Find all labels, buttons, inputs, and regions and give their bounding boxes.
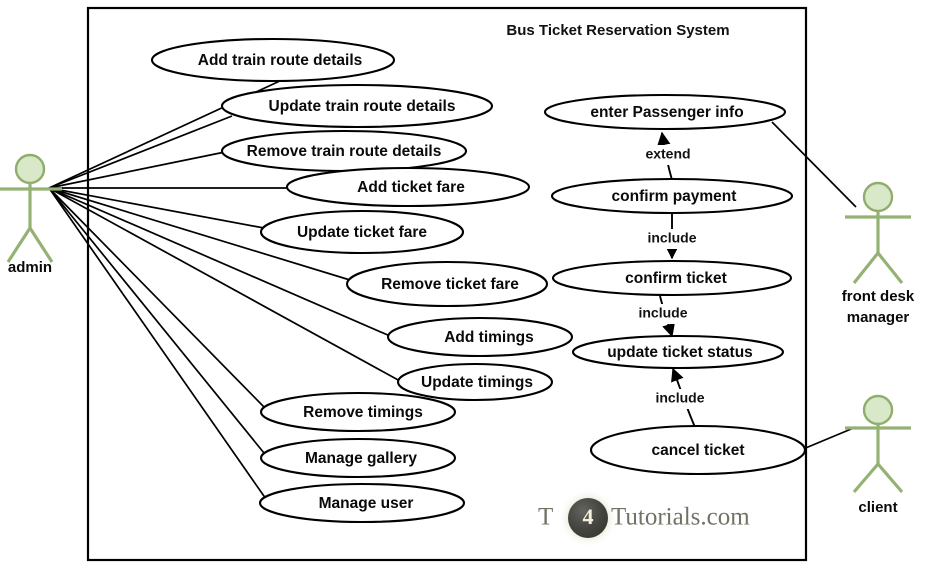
system-title: Bus Ticket Reservation System bbox=[506, 22, 729, 39]
actor-head-icon-admin bbox=[14, 153, 46, 185]
rel-label-bg-include-1 bbox=[638, 229, 706, 249]
use-case-group-add-train-route-details[interactable]: Add train route details bbox=[150, 37, 396, 83]
use-case-label-add-timings: Add timings bbox=[444, 329, 534, 346]
watermark-badge-number: 4 bbox=[583, 504, 594, 529]
use-case-group-update-ticket-status[interactable]: update ticket status bbox=[571, 334, 785, 370]
actor-admin[interactable]: admin bbox=[0, 153, 62, 276]
use-case-group-add-timings[interactable]: Add timings bbox=[386, 316, 574, 358]
rel-label-bg-extend bbox=[634, 145, 702, 165]
assoc-admin-remove-train-route-details bbox=[48, 151, 226, 189]
use-case-group-remove-ticket-fare[interactable]: Remove ticket fare bbox=[345, 260, 549, 308]
use-case-label-cancel-ticket: cancel ticket bbox=[651, 442, 744, 459]
use-case-ellipse-add-timings[interactable] bbox=[386, 316, 574, 358]
assoc-admin-update-timings bbox=[48, 187, 401, 382]
use-case-label-manage-gallery: Manage gallery bbox=[305, 450, 417, 467]
watermark-t4tutorials: T 4 Tutorials.com bbox=[538, 488, 750, 548]
actor-leg-right-front-desk-manager bbox=[876, 252, 904, 284]
watermark-badge-icon bbox=[568, 498, 608, 538]
use-case-ellipse-remove-ticket-fare[interactable] bbox=[345, 260, 549, 308]
use-case-ellipse-cancel-ticket[interactable] bbox=[589, 424, 807, 476]
use-case-label-add-ticket-fare: Add ticket fare bbox=[357, 179, 465, 196]
rel-label-include-payment-to-ticket: include bbox=[647, 230, 696, 246]
use-case-group-update-timings[interactable]: Update timings bbox=[396, 362, 554, 402]
use-case-ellipse-add-train-route-details[interactable] bbox=[150, 37, 396, 83]
use-case-ellipse-update-timings[interactable] bbox=[396, 362, 554, 402]
actor-head-icon-front-desk-manager bbox=[862, 181, 894, 213]
use-case-label-update-train-route-details: Update train route details bbox=[269, 98, 456, 115]
use-case-ellipse-update-ticket-status[interactable] bbox=[571, 334, 785, 370]
actor-label-client: client bbox=[858, 499, 897, 516]
assoc-admin-remove-ticket-fare bbox=[48, 187, 351, 281]
rel-label-include-ticket-to-status: include bbox=[638, 305, 687, 321]
assoc-admin-manage-gallery bbox=[48, 187, 265, 454]
use-case-label-update-ticket-fare: Update ticket fare bbox=[297, 224, 427, 241]
use-case-ellipse-update-ticket-fare[interactable] bbox=[259, 209, 465, 255]
system-boundary-box bbox=[86, 6, 808, 562]
use-case-ellipse-remove-timings[interactable] bbox=[259, 391, 457, 433]
use-case-group-manage-gallery[interactable]: Manage gallery bbox=[259, 437, 457, 479]
use-case-label-update-ticket-status: update ticket status bbox=[607, 344, 753, 361]
use-case-group-remove-train-route-details[interactable]: Remove train route details bbox=[220, 129, 468, 173]
actor-leg-right-client bbox=[876, 462, 904, 494]
use-case-group-cancel-ticket[interactable]: cancel ticket bbox=[589, 424, 807, 476]
actor-head-icon-client bbox=[862, 394, 894, 426]
rel-label-extend-payment-to-passenger-info: extend bbox=[645, 146, 690, 162]
actor-leg-right-admin bbox=[28, 227, 54, 263]
use-case-label-remove-train-route-details: Remove train route details bbox=[247, 143, 442, 160]
actor-client[interactable]: client bbox=[845, 394, 911, 516]
watermark-suffix: Tutorials.com bbox=[611, 504, 750, 531]
assoc-client-cancel-ticket bbox=[795, 426, 857, 453]
use-case-group-update-train-route-details[interactable]: Update train route details bbox=[220, 83, 494, 129]
actor-leg-left-client bbox=[852, 462, 880, 494]
relationship-labels: extend include include include bbox=[629, 145, 714, 409]
actor-label-admin: admin bbox=[8, 259, 52, 276]
use-case-group-confirm-payment[interactable]: confirm payment bbox=[550, 177, 794, 215]
actor-label-front-desk-manager-line2: manager bbox=[847, 309, 910, 326]
use-case-group-update-ticket-fare[interactable]: Update ticket fare bbox=[259, 209, 465, 255]
use-case-label-update-timings: Update timings bbox=[421, 374, 533, 391]
use-case-group-manage-user[interactable]: Manage user bbox=[258, 482, 466, 524]
assoc-admin-add-timings bbox=[48, 187, 391, 337]
use-case-group-enter-passenger-info[interactable]: enter Passenger info bbox=[543, 93, 787, 131]
use-case-label-remove-timings: Remove timings bbox=[303, 404, 423, 421]
use-case-ellipse-manage-user[interactable] bbox=[258, 482, 466, 524]
actor-leg-left-admin bbox=[6, 227, 32, 263]
use-case-label-add-train-route-details: Add train route details bbox=[198, 52, 363, 69]
assoc-admin-update-train-route-details bbox=[48, 115, 233, 189]
use-case-ellipse-add-ticket-fare[interactable] bbox=[285, 166, 531, 208]
actor-label-front-desk-manager-line1: front desk bbox=[842, 288, 915, 305]
actor-front-desk-manager[interactable]: front desk manager bbox=[842, 181, 915, 326]
use-case-group-remove-timings[interactable]: Remove timings bbox=[259, 391, 457, 433]
rel-label-bg-include-3 bbox=[646, 389, 714, 409]
rel-label-bg-include-2 bbox=[629, 304, 697, 324]
use-case-label-remove-ticket-fare: Remove ticket fare bbox=[381, 276, 519, 293]
use-case-group-add-ticket-fare[interactable]: Add ticket fare bbox=[285, 166, 531, 208]
watermark-prefix: T bbox=[538, 504, 553, 531]
actor-leg-left-front-desk-manager bbox=[852, 252, 880, 284]
assoc-admin-remove-timings bbox=[48, 187, 265, 408]
use-case-group-confirm-ticket[interactable]: confirm ticket bbox=[551, 259, 793, 297]
use-case-label-enter-passenger-info: enter Passenger info bbox=[590, 104, 743, 121]
use-case-ellipse-update-train-route-details[interactable] bbox=[220, 83, 494, 129]
use-case-ellipse-manage-gallery[interactable] bbox=[259, 437, 457, 479]
rel-label-include-cancel-to-status: include bbox=[655, 390, 704, 406]
use-case-label-confirm-payment: confirm payment bbox=[612, 188, 737, 205]
assoc-front-desk-manager-enter-passenger-info bbox=[771, 121, 857, 208]
use-case-label-confirm-ticket: confirm ticket bbox=[625, 270, 727, 287]
use-case-label-manage-user: Manage user bbox=[319, 495, 414, 512]
assoc-admin-manage-user bbox=[48, 187, 267, 500]
use-case-ellipse-enter-passenger-info[interactable] bbox=[543, 93, 787, 131]
use-case-ellipse-confirm-payment[interactable] bbox=[550, 177, 794, 215]
use-case-ellipse-confirm-ticket[interactable] bbox=[551, 259, 793, 297]
assoc-admin-update-ticket-fare bbox=[48, 187, 265, 229]
